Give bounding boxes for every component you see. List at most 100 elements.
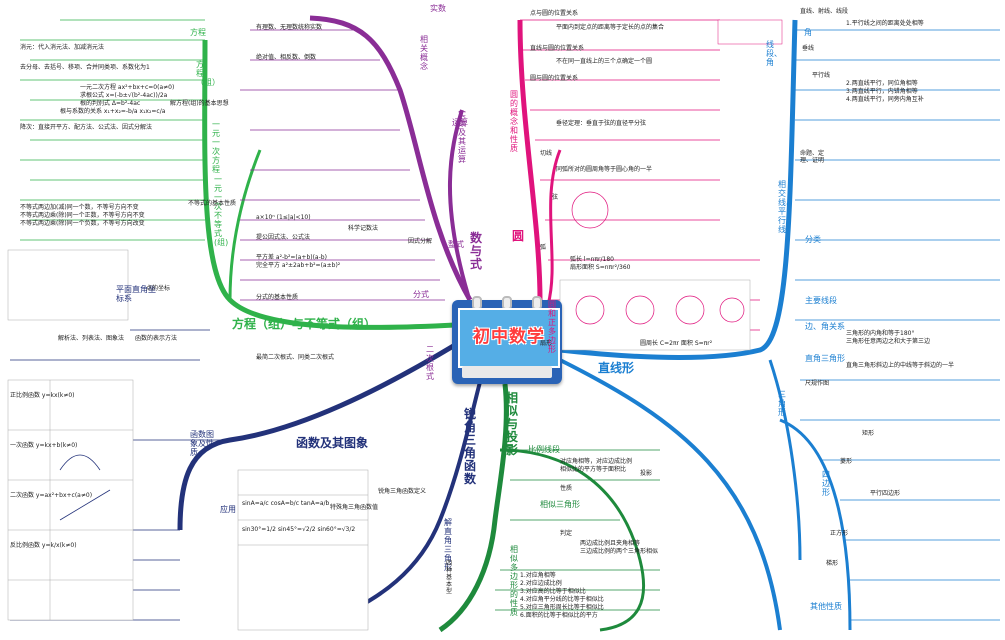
label-ineq-basic[interactable]: 不等式的基本性质: [188, 200, 237, 207]
detail-text: 3.两直线平行，内错角相等: [846, 88, 918, 95]
detail-text: 直角三角形斜边上的中线等于斜边的一半: [846, 362, 955, 369]
label-eq-group[interactable]: 方程（组）: [196, 60, 220, 87]
label-frac[interactable]: 分式: [413, 290, 429, 299]
branch-straight-shapes[interactable]: 直线形: [598, 361, 635, 375]
label-func-repr[interactable]: 函数的表示方法: [135, 335, 178, 342]
label-circle-circle[interactable]: 圆与圆的位置关系: [530, 75, 579, 82]
label-solve-eq[interactable]: 解方程(组)的基本思想: [170, 100, 229, 107]
label-ops[interactable]: 运算: [452, 118, 468, 127]
branch-quadrilateral[interactable]: 四边形: [822, 470, 830, 497]
label-basic[interactable]: 四种基本型: [446, 560, 453, 595]
detail-text: 最简二次根式、同类二次根式: [256, 354, 335, 361]
label-edge-angle[interactable]: 边、角关系: [805, 322, 845, 331]
algebra-leaf-lines: [240, 29, 445, 301]
label-angle[interactable]: 角: [804, 28, 812, 37]
detail-text: 2.两直线平行，同位角相等: [846, 80, 918, 87]
label-radical[interactable]: 整式: [448, 240, 464, 249]
label-rhombus[interactable]: 菱形: [840, 458, 853, 465]
detail-text: 不等式两边加(减)同一个数，不等号方向不变: [20, 204, 139, 211]
detail-text: 正比例函数 y=kx(k≠0): [10, 392, 75, 399]
detail-text: 三角形任意两边之和大于第三边: [846, 338, 931, 345]
detail-text: 不等式两边乘(除)同一个负数，不等号方向改变: [20, 220, 145, 227]
straight-leaf-lines: [795, 29, 1000, 621]
label-parallelogram[interactable]: 平行四边形: [870, 490, 901, 497]
label-arc[interactable]: 弧: [540, 244, 547, 251]
label-position[interactable]: 点与圆的位置关系: [530, 10, 579, 17]
branch-circle-concepts[interactable]: 圆的概念和性质: [510, 90, 518, 153]
branch-circle-line: [517, 19, 543, 301]
center-board: 初中数学: [458, 308, 560, 368]
label-point[interactable]: 点的坐标: [146, 285, 171, 292]
detail-text: 绝对值、相反数、倒数: [256, 54, 317, 61]
label-main-lines[interactable]: 主要线段: [805, 296, 837, 305]
label-right-tri[interactable]: 直角三角形: [805, 354, 845, 363]
center-base: [462, 366, 552, 378]
label-trig-def[interactable]: 锐角三角函数定义: [378, 488, 427, 495]
detail-text: 降次：直接开平方、配方法、公式法、因式分解法: [20, 124, 153, 131]
detail-text: 去分母、去括号、移项、合并同类项、系数化为1: [20, 64, 150, 71]
label-concept[interactable]: 相关概念: [420, 35, 428, 71]
label-factor[interactable]: 因式分解: [408, 238, 433, 245]
label-chord[interactable]: 弦: [552, 194, 559, 201]
detail-text: 消元：代入消元法、加减消元法: [20, 44, 105, 51]
detail-text: 根与系数的关系 x₁+x₂=-b/a x₁x₂=c/a: [60, 108, 166, 115]
detail-text: 根的判别式 Δ=b²-4ac: [80, 100, 141, 107]
detail-text: 一元二次方程 ax²+bx+c=0(a≠0): [80, 84, 175, 91]
label-other[interactable]: 其他性质: [810, 602, 842, 611]
label-ratio[interactable]: 比例线段: [528, 445, 560, 454]
branch-circle[interactable]: 圆: [512, 229, 525, 243]
branch-trig[interactable]: 锐角三角函数: [464, 407, 477, 486]
sample-graphs: [7, 19, 783, 631]
label-rect[interactable]: 矩形: [862, 430, 875, 437]
branch-real-numbers[interactable]: 实数及其运算: [458, 110, 466, 164]
detail-text: 同弧所对的圆周角等于圆心角的一半: [556, 166, 653, 173]
label-eq[interactable]: 方程: [190, 28, 206, 37]
label-sci[interactable]: 科学记数法: [348, 225, 379, 232]
detail-text: 6.面积的比等于相似比的平方: [520, 612, 598, 619]
branch-equations[interactable]: 方程（组）与不等式（组）: [232, 317, 377, 331]
label-special[interactable]: 特殊角三角函数值: [330, 504, 379, 511]
center-node[interactable]: 初中数学: [452, 296, 562, 384]
label-prop[interactable]: 性质: [560, 485, 573, 492]
label-app[interactable]: 应用: [220, 505, 236, 514]
label-solve-rt[interactable]: 解直角三角形: [444, 518, 452, 572]
label-trapezoid[interactable]: 梯形: [826, 560, 839, 567]
branch-algebra[interactable]: 数与式: [470, 231, 483, 271]
label-sector[interactable]: 扇形: [540, 340, 553, 347]
label-plane[interactable]: 平面直角坐标系: [116, 285, 156, 303]
label-judge[interactable]: 判定: [560, 530, 573, 537]
label-square[interactable]: 正方形: [830, 530, 849, 537]
label-expr-func[interactable]: 解析法、列表法、图象法: [58, 335, 125, 342]
detail-text: 相似比的平方等于面积比: [560, 466, 627, 473]
label-func-graph[interactable]: 函数图象及性质: [190, 430, 214, 457]
label-line-circle[interactable]: 直线与圆的位置关系: [530, 45, 585, 52]
label-ruler[interactable]: 尺规作图: [805, 380, 830, 387]
branch-circle-low: [546, 149, 562, 306]
label-line[interactable]: 直线、射线、线段: [800, 8, 849, 15]
label-quad-root[interactable]: 二次根式: [426, 345, 434, 381]
branch-straight-low: [559, 358, 782, 631]
label-ineq[interactable]: 一元一次不等式(组): [214, 175, 229, 247]
label-tangent[interactable]: 切线: [540, 150, 553, 157]
label-linear[interactable]: 一元一次方程: [212, 120, 220, 174]
label-real[interactable]: 实数: [430, 4, 446, 13]
label-vertical[interactable]: 垂线: [802, 45, 815, 52]
label-similar-tri[interactable]: 相似三角形: [540, 500, 580, 509]
branch-real-line: [448, 109, 470, 296]
branch-functions[interactable]: 函数及其图象: [296, 436, 369, 450]
branch-algebra-line: [309, 15, 473, 302]
detail-text: 4.对应角平分线的比等于相似比: [520, 596, 604, 603]
detail-text: a×10ⁿ (1≤|a|<10): [256, 214, 311, 221]
label-axiom[interactable]: 命题、定理、证明: [800, 150, 825, 164]
branch-triangle[interactable]: 三角形: [778, 390, 786, 417]
label-polygon[interactable]: 圆和正多边形: [548, 300, 556, 354]
branch-parallel[interactable]: 相交线、平行线: [778, 180, 794, 234]
detail-text: 5.对应三角形周长比等于相似比: [520, 604, 604, 611]
label-similar-poly[interactable]: 相似多边形的性质: [510, 545, 518, 617]
label-parallel-lines[interactable]: 平行线: [812, 72, 831, 79]
label-classify[interactable]: 分类: [805, 235, 821, 244]
detail-text: sinA=a/c cosA=b/c tanA=a/b: [242, 500, 330, 507]
branch-similarity[interactable]: 相似与投影: [506, 391, 519, 457]
label-proj[interactable]: 投影: [640, 470, 653, 477]
branch-lines-angles[interactable]: 线段、角: [766, 40, 782, 67]
